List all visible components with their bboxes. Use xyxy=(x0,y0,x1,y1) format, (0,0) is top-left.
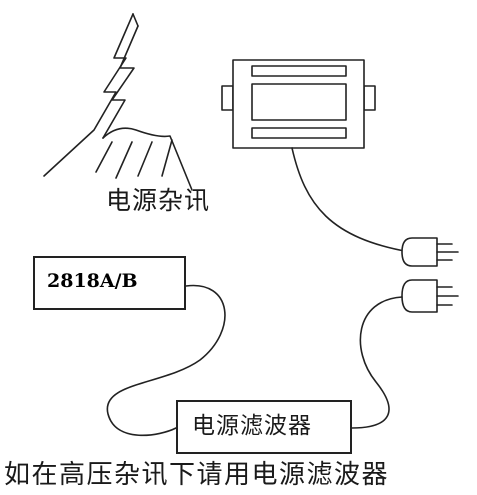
caption: 如在高压杂讯下请用电源滤波器 xyxy=(4,460,390,490)
device-to-filter-cable xyxy=(106,284,226,437)
power-noise-label: 电源杂讯 xyxy=(106,186,211,215)
strip-cable xyxy=(291,147,411,253)
power-filter-box: 电源滤波器 xyxy=(176,400,352,454)
plug-lower-icon xyxy=(401,279,459,313)
device-box: 2818A/B xyxy=(33,256,186,310)
power-strip-icon xyxy=(221,59,376,149)
plug-to-filter-cable xyxy=(351,296,403,429)
power-filter-label: 电源滤波器 xyxy=(192,413,312,439)
plug-upper-icon xyxy=(401,237,459,267)
device-label: 2818A/B xyxy=(47,270,138,292)
lightning-bolt-icon xyxy=(43,13,193,191)
